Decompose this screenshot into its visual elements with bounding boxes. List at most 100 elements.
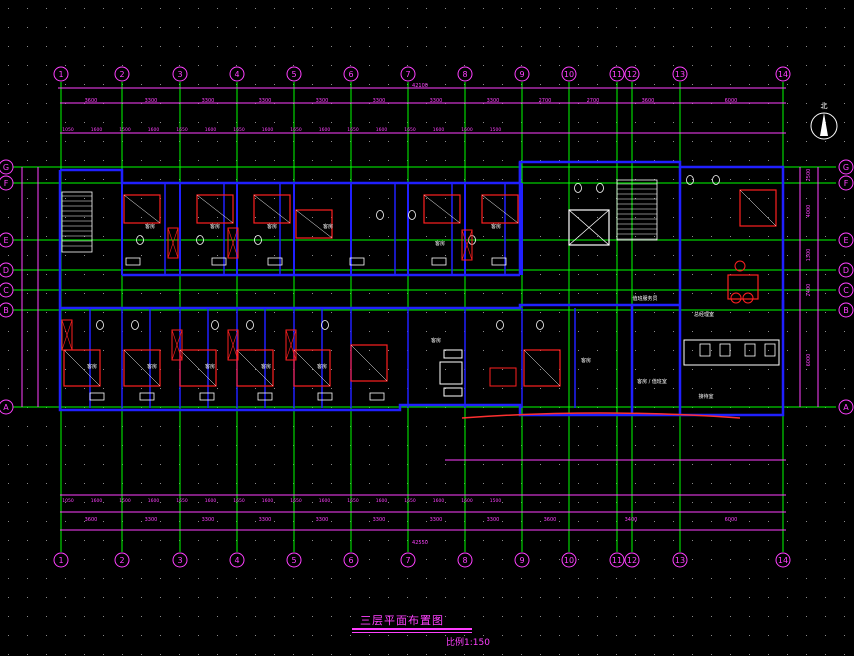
bed-diag [739,189,777,227]
room-label-guest: 客房 [145,223,155,230]
dimension-sub-text: 1600 [91,127,103,133]
armchair [719,343,731,357]
dimension-sub-text: 1650 [290,127,302,133]
toilet [408,210,416,220]
wardrobe [171,329,183,361]
axis-bubble-top-label: 12 [627,70,637,79]
bed [739,189,777,227]
wardrobe [61,319,73,351]
dimension-sub-text: 1500 [119,127,131,133]
sink [89,392,105,401]
room-label-guest: 客房 [147,363,157,370]
dimension-bottom-text: 3600 [85,517,98,523]
dimension-top-text: 3300 [145,98,158,104]
axis-bubble-top [229,66,245,82]
dimension-bottom-text: 3400 [625,517,638,523]
bed-diag [123,194,161,224]
axis-bubble-right [838,399,854,415]
axis-bubble-top [457,66,473,82]
axis-bubble-top-label: 11 [612,70,622,79]
axis-bubble-top [286,66,302,82]
axis-bubble-left-label: E [3,236,8,245]
wardrobe [167,227,179,259]
axis-bubble-bottom [229,552,245,568]
dimension-bottom-text: 3300 [259,517,272,523]
axis-bubble-left [0,159,14,175]
axis-bubble-right-label: F [844,179,849,188]
corridor-wall-south [60,303,680,310]
toilet [596,183,604,193]
dimension-sub-text: 1600 [376,498,388,504]
dimension-sub-text: 1500 [490,498,502,504]
bed [63,349,101,387]
axis-bubble-bottom [672,552,688,568]
room-label-guest: 客房 [210,223,220,230]
room-label-guest: 客房 [317,363,327,370]
dimension-right-text: 6000 [806,354,812,367]
axis-bubble-left [0,302,14,318]
sink [491,257,507,266]
bed [123,194,161,224]
toilet [136,235,144,245]
sink [369,392,385,401]
outer-wall-south [58,170,785,417]
axis-bubble-bottom-label: 3 [177,556,182,565]
axis-bubble-left-label: A [3,403,9,412]
dimension-top-text: 3300 [430,98,443,104]
drawing-scale: 比例1:150 [446,638,490,648]
wardrobe-x [227,329,239,361]
toilet [246,320,254,330]
lounge-sofa [683,339,780,366]
axis-bubble-bottom [457,552,473,568]
dimension-sub-text: 1650 [347,127,359,133]
desk-red [489,367,517,387]
wardrobe-x [61,319,73,351]
axis-bubble-top [400,66,416,82]
toilet [496,320,504,330]
axis-bubble-top-label: 10 [564,70,574,79]
title-underline [352,628,472,630]
axis-bubble-left [0,282,14,298]
bed [295,209,333,239]
dimension-bottom-text: 3300 [430,517,443,523]
curtain-wall [461,412,741,419]
toilet [686,175,694,185]
dimension-sub-text: 1650 [404,498,416,504]
dimension-sub-text: 1650 [290,498,302,504]
bed [523,349,561,387]
dimension-sub-text: 1600 [262,127,274,133]
toilet [376,210,384,220]
axis-bubble-top-label: 2 [119,70,124,79]
sofa [443,349,463,359]
axis-bubble-top [672,66,688,82]
dimension-sub-text: 1600 [319,498,331,504]
bed-diag [293,349,331,387]
room-label-manager: 总经理室 [694,311,714,318]
axis-bubble-right-label: D [843,266,849,275]
axis-bubble-top-label: 5 [291,70,296,79]
toilet [211,320,219,330]
axis-bubble-left-label: C [3,286,9,295]
axis-bubble-bottom-label: 2 [119,556,124,565]
axis-bubble-top [114,66,130,82]
room-label-guest: 客房 [491,223,501,230]
dimension-sub-text: 1600 [262,498,274,504]
axis-bubble-right [838,159,854,175]
sink [317,392,333,401]
axis-bubble-right-label: E [843,236,848,245]
bed-diag [196,194,234,224]
dimension-right-text: 2400 [806,284,812,297]
wardrobe [461,229,473,261]
axis-bubble-top-label: 9 [519,70,524,79]
axis-bubble-top [624,66,640,82]
room-label-guest: 客房 [205,363,215,370]
axis-bubble-right [838,262,854,278]
dimension-sub-text: 1600 [205,498,217,504]
bed [196,194,234,224]
dimension-sub-text: 1650 [404,127,416,133]
toilet [536,320,544,330]
axis-bubble-bottom [53,552,69,568]
wardrobe-x [167,227,179,259]
armchair [699,343,711,357]
dimension-bottom-text: 3600 [544,517,557,523]
